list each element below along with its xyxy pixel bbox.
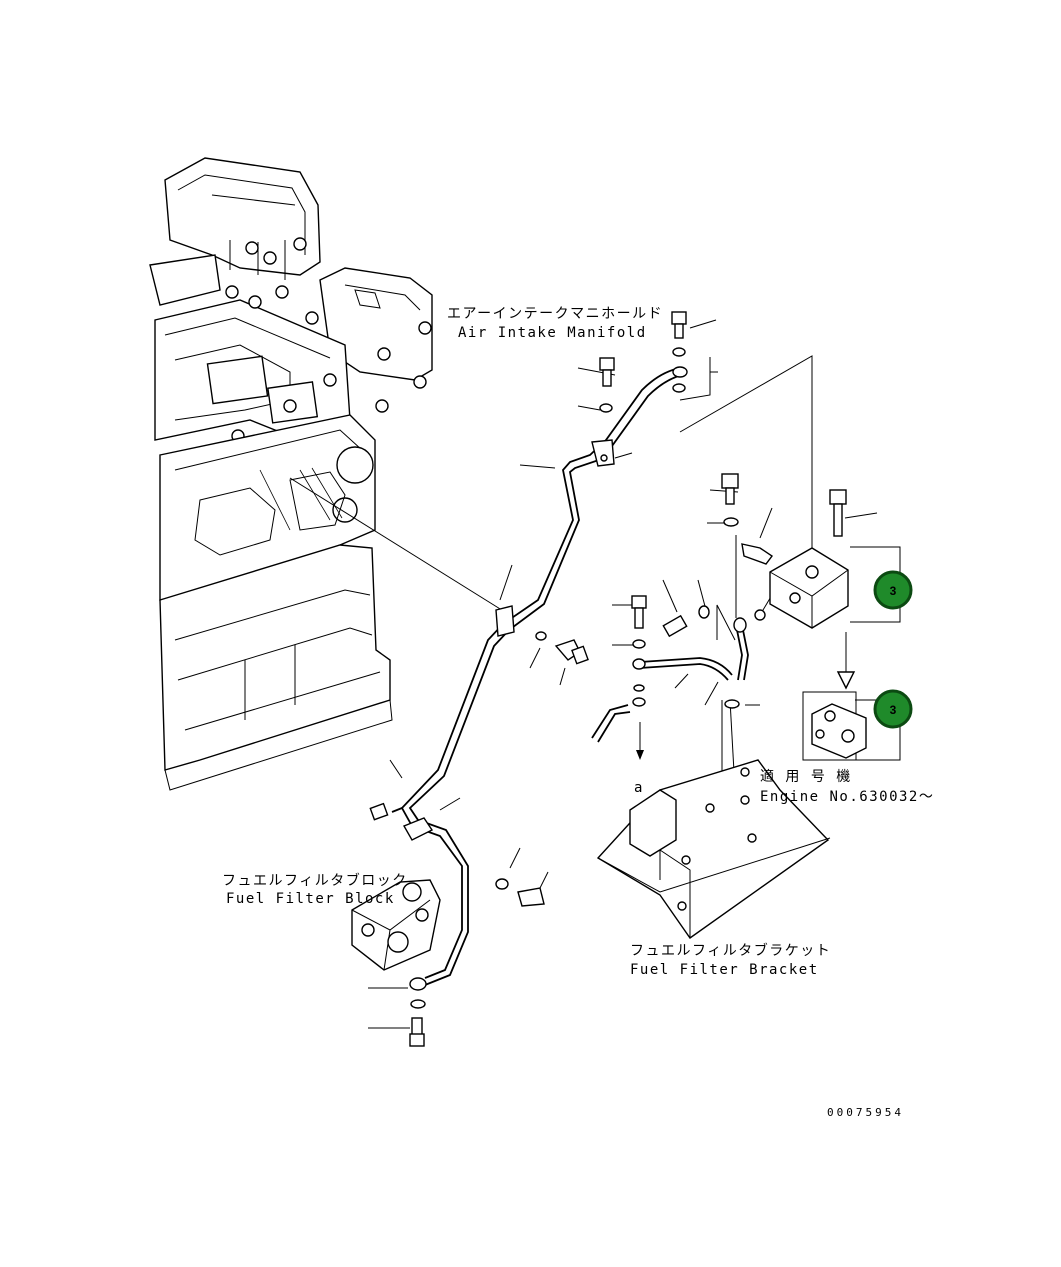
fuel-filter-block-lower bbox=[351, 879, 441, 971]
callout-number: 3 bbox=[890, 703, 897, 717]
callout-number: 3 bbox=[890, 584, 897, 598]
label-fuel-block-en: Fuel Filter Block bbox=[226, 891, 395, 907]
engine-block-drawing bbox=[149, 157, 433, 791]
label-fuel-block-jp: フュエルフィルタブロック bbox=[222, 872, 408, 889]
label-arrow-ref: a bbox=[634, 780, 644, 796]
label-fuel-bracket-jp: フュエルフィルタブラケット bbox=[630, 942, 831, 959]
callout-3-top[interactable]: 3 bbox=[873, 570, 913, 610]
label-air-intake-jp: エアーインテークマニホールド bbox=[447, 306, 663, 322]
fuel-filter-bracket-part bbox=[596, 759, 831, 939]
drawing-number: 00075954 bbox=[827, 1106, 904, 1119]
label-fuel-bracket-en: Fuel Filter Bracket bbox=[630, 962, 819, 978]
callout-3-inset[interactable]: 3 bbox=[873, 689, 913, 729]
inset-block-part bbox=[811, 703, 867, 759]
label-air-intake-en: Air Intake Manifold bbox=[458, 325, 647, 341]
label-applicable-en: Engine No.630032～ bbox=[760, 789, 934, 805]
leader-lines bbox=[289, 319, 901, 1029]
fuel-filter-block-part bbox=[769, 547, 849, 629]
fasteners bbox=[369, 311, 856, 1047]
label-applicable-jp: 適 用 号 機 bbox=[760, 768, 852, 785]
